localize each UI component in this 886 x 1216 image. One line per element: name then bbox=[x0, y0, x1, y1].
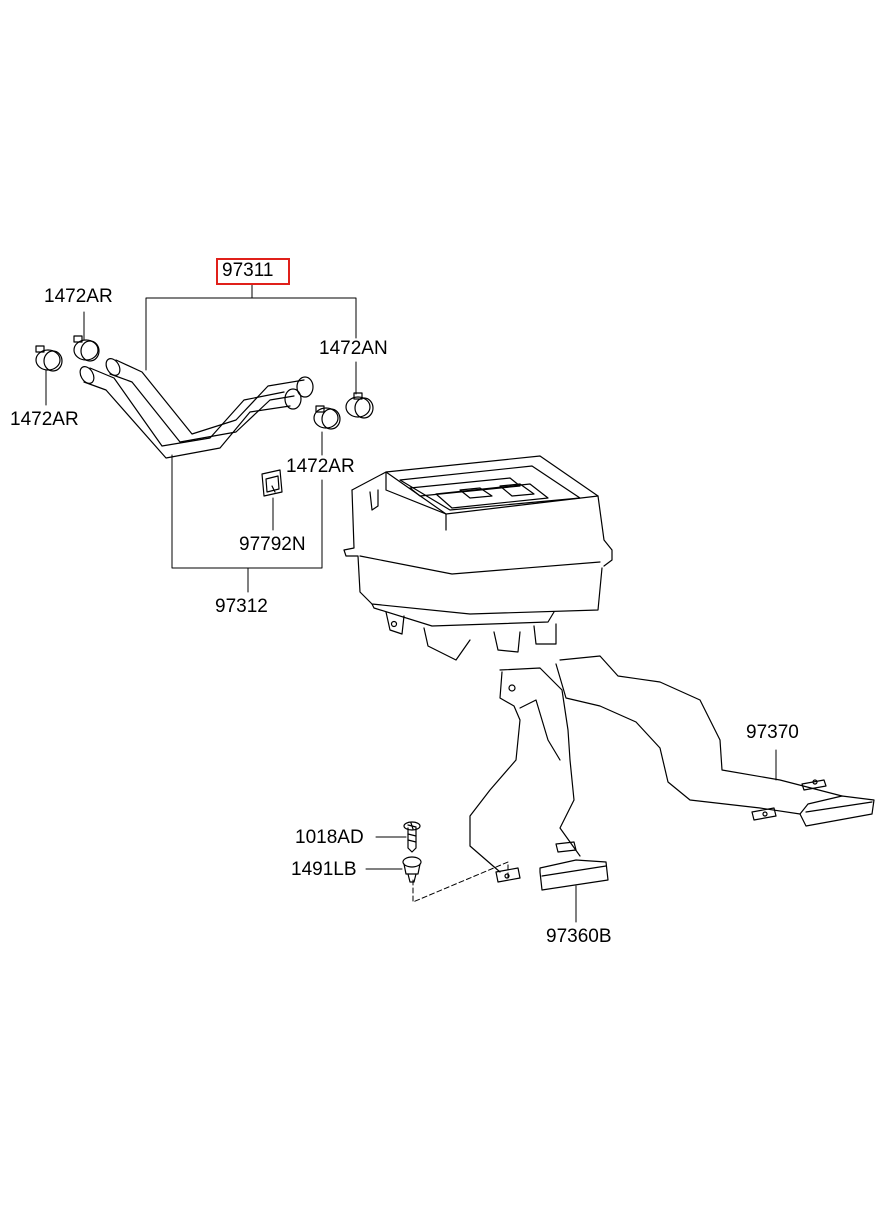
dashed-alignment-line bbox=[413, 862, 508, 902]
rear-heater-duct-97360b bbox=[470, 668, 608, 890]
heater-pipe-assembly bbox=[77, 356, 313, 458]
label-1472ar-right[interactable]: 1472AR bbox=[286, 456, 355, 477]
label-1472an[interactable]: 1472AN bbox=[319, 338, 388, 359]
hose-clamp-1472ar-top bbox=[74, 336, 99, 361]
label-97360b[interactable]: 97360B bbox=[546, 926, 612, 947]
label-1472ar-top[interactable]: 1472AR bbox=[44, 286, 113, 307]
label-97792n[interactable]: 97792N bbox=[239, 534, 306, 555]
hose-clamp-1472ar-left bbox=[36, 346, 62, 371]
label-1018ad[interactable]: 1018AD bbox=[295, 827, 364, 848]
label-1491lb[interactable]: 1491LB bbox=[291, 859, 357, 880]
label-97370[interactable]: 97370 bbox=[746, 722, 799, 743]
clip-1491lb bbox=[403, 857, 421, 882]
label-97311[interactable]: 97311 bbox=[222, 260, 274, 281]
label-1472ar-left[interactable]: 1472AR bbox=[10, 409, 79, 430]
screw-1018ad bbox=[404, 822, 420, 852]
hose-clamp-1472ar-right bbox=[314, 406, 340, 429]
leader-lines bbox=[46, 284, 776, 922]
hose-clamp-1472an bbox=[346, 393, 373, 418]
rear-heater-duct-97370 bbox=[556, 656, 874, 826]
highlight-box-97311 bbox=[216, 258, 290, 285]
label-97312[interactable]: 97312 bbox=[215, 596, 268, 617]
heater-unit-housing bbox=[344, 456, 612, 660]
bracket-97792n bbox=[262, 470, 282, 496]
